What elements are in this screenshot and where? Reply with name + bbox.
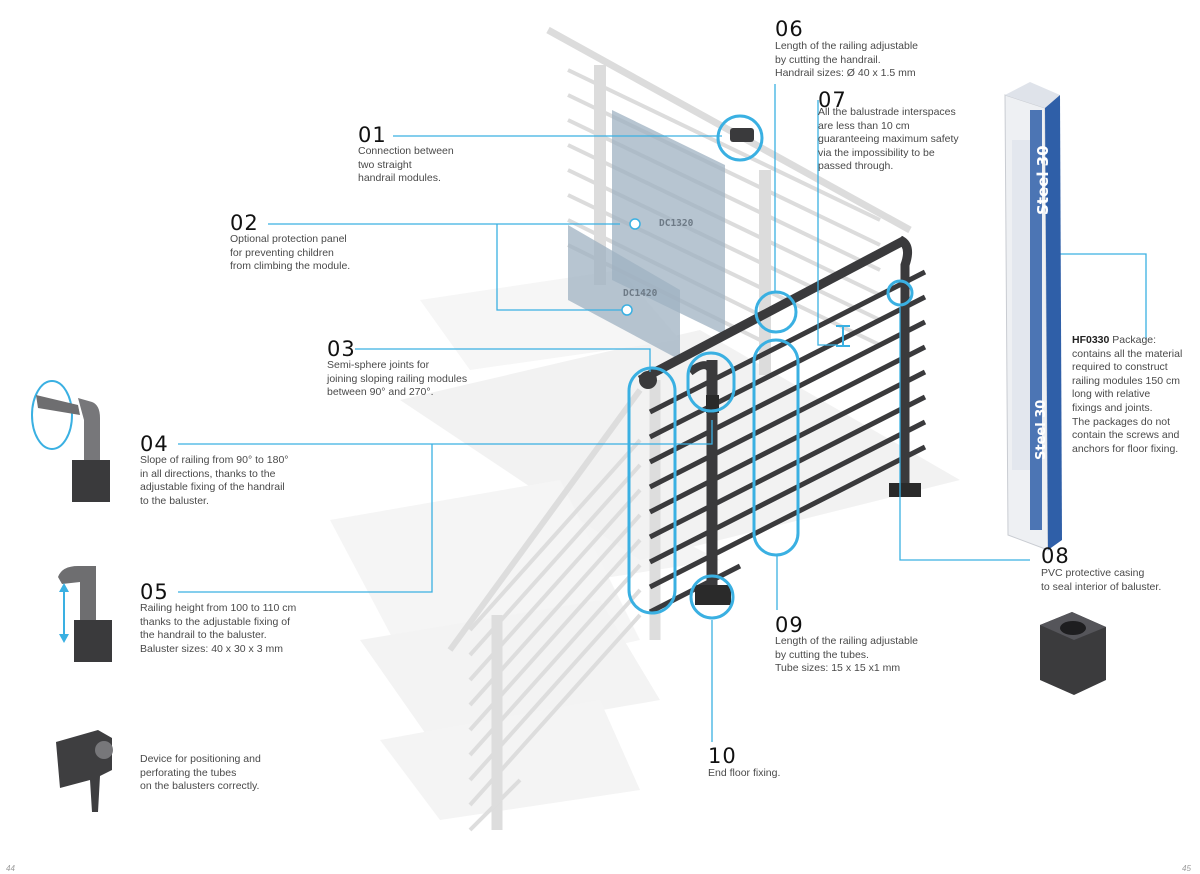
- floor-plate-right: [889, 483, 921, 497]
- panel-label-dc1320: DC1320: [659, 218, 694, 229]
- semi-sphere-joint: [639, 371, 657, 389]
- callout-10-text: End floor fixing.: [708, 767, 781, 779]
- package-text: Package: contains all the material requi…: [1072, 334, 1183, 455]
- handrail-connector: [730, 128, 754, 142]
- positioning-device: [56, 730, 113, 812]
- callout-05-text: Railing height from 100 to 110 cm thanks…: [140, 602, 297, 655]
- package-box: [1004, 82, 1062, 551]
- callout-01-number: 01: [358, 123, 387, 147]
- package-brand-label-lower: Steel 30: [1034, 399, 1049, 460]
- callout-08-number: 08: [1041, 544, 1070, 568]
- adjustable-fixing-part: [31, 380, 110, 502]
- callout-07-text: All the balustrade interspaces are less …: [818, 106, 959, 173]
- callout-04-number: 04: [140, 432, 169, 456]
- page-number-right: 45: [1182, 864, 1191, 873]
- callout-02-number: 02: [230, 211, 259, 235]
- callout-09-text: Length of the railing adjustable by cutt…: [775, 635, 919, 675]
- callout-lines: [178, 84, 1147, 742]
- callout-10-number: 10: [708, 744, 737, 768]
- panel-label-dc1420: DC1420: [623, 288, 658, 299]
- page-number-left: 44: [6, 864, 15, 873]
- dc1320-marker: [629, 218, 641, 230]
- height-fixing-part: [58, 566, 112, 662]
- dc1420-marker: [621, 304, 633, 316]
- callout-03-text: Semi-sphere joints for joining sloping r…: [327, 359, 468, 399]
- callout-05-number: 05: [140, 580, 169, 604]
- lower-railing: [447, 380, 661, 832]
- device-description: Device for positioning and perforating t…: [140, 753, 261, 793]
- package-code: HF0330: [1072, 334, 1110, 346]
- end-floor-plate: [695, 585, 731, 605]
- package-brand-label: Steel 30: [1034, 145, 1052, 215]
- callout-09-number: 09: [775, 613, 804, 637]
- callout-04-text: Slope of railing from 90° to 180° in all…: [140, 454, 289, 507]
- pvc-casing: [1040, 612, 1106, 695]
- protection-panels: [568, 110, 725, 360]
- callout-highlights: [627, 114, 914, 620]
- package-description: HF0330 Package: contains all the materia…: [1072, 334, 1182, 456]
- callout-08-text: PVC protective casing to seal interior o…: [1041, 567, 1162, 593]
- callout-06-text: Length of the railing adjustable by cutt…: [775, 40, 919, 80]
- callout-01-text: Connection between two straight handrail…: [358, 145, 454, 185]
- callout-02-text: Optional protection panel for preventing…: [230, 233, 351, 273]
- handrail-joint: [706, 395, 719, 413]
- callout-07-number: 07: [818, 88, 847, 112]
- interspace-marker: [836, 325, 850, 347]
- callout-03-number: 03: [327, 337, 356, 361]
- callout-06-number: 06: [775, 17, 804, 41]
